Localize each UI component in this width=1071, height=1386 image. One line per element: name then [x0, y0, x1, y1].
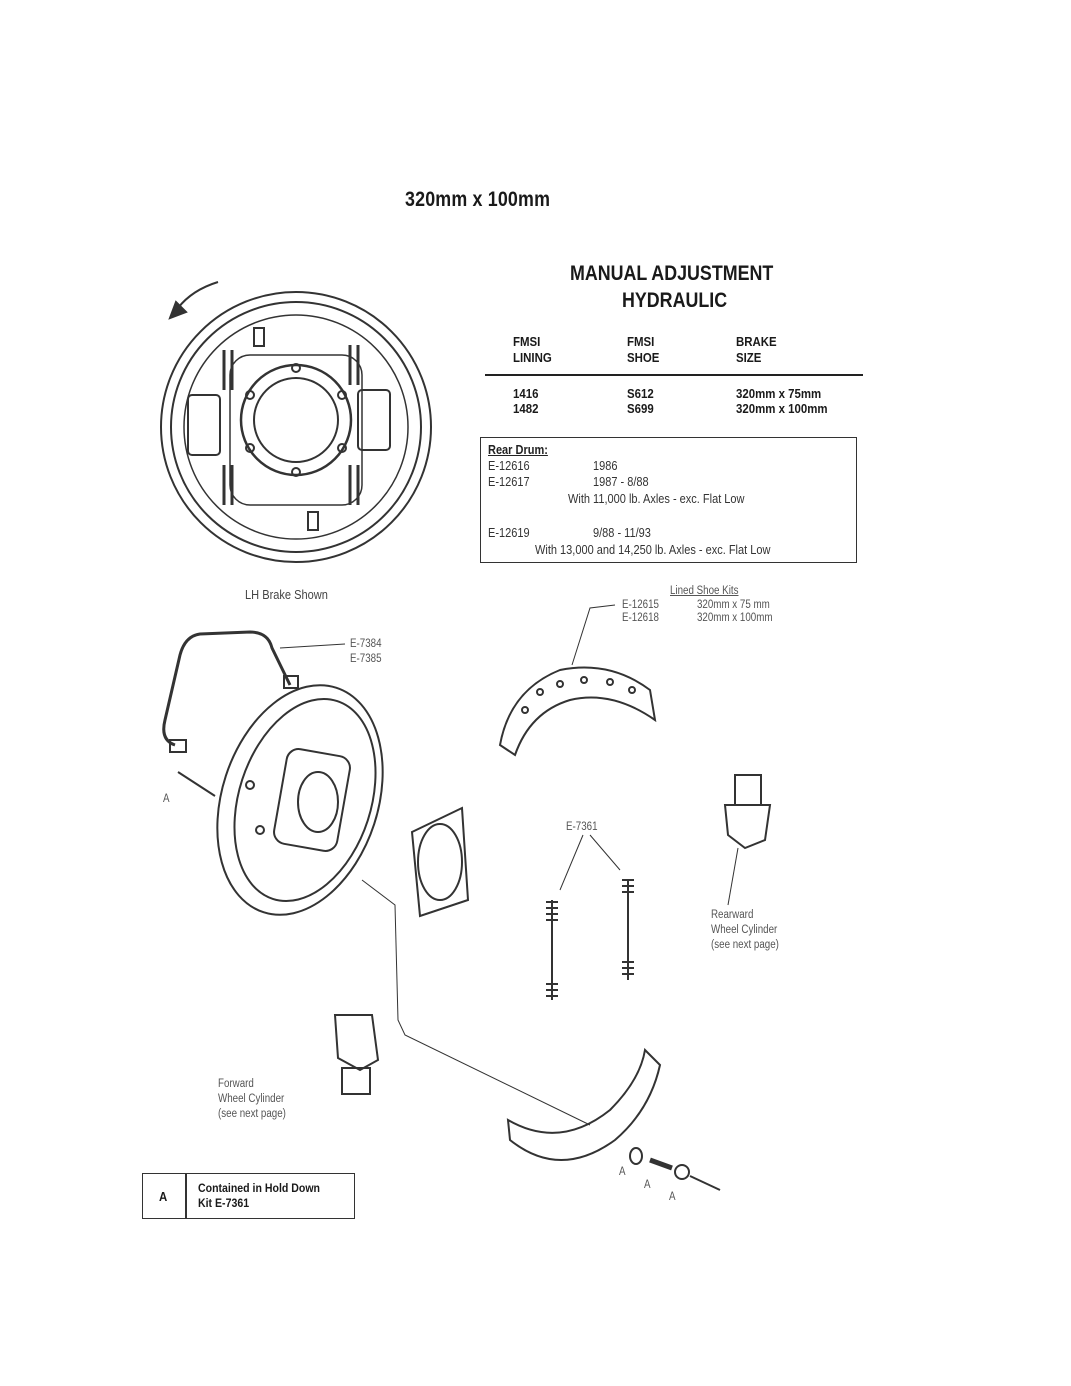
brake-shoe-icon [498, 666, 657, 757]
header-text: SHOE [627, 350, 660, 365]
legend-key: A [159, 1189, 168, 1204]
label-line: Wheel Cylinder [218, 1093, 285, 1105]
seal-plate-icon [410, 806, 470, 918]
table-header-shoe: FMSI SHOE [627, 334, 659, 366]
page-title: 320mm x 100mm [405, 188, 551, 211]
spring-kit-label: E-7361 [566, 821, 598, 833]
table-row: S612 [627, 386, 654, 401]
cell-lining: 1416 [513, 386, 539, 401]
heading-line-1: MANUAL ADJUSTMENT [570, 262, 774, 285]
cell-size: 320mm x 75mm [736, 386, 822, 401]
lh-brake-label: LH Brake Shown [245, 587, 328, 602]
rear-drum-years: 1987 - 8/88 [593, 475, 649, 489]
table-header-lining: FMSI LINING [513, 334, 552, 366]
label-line: Rearward [711, 909, 754, 921]
label-line: (see next page) [218, 1108, 286, 1120]
lined-shoe-kit-part: E-12615 [622, 599, 659, 611]
rearward-cylinder-label: Rearward Wheel Cylinder (see next page) [711, 908, 779, 953]
header-text: LINING [513, 350, 552, 365]
label-line: (see next page) [711, 939, 779, 951]
table-divider [485, 374, 863, 376]
cell-shoe: S699 [627, 401, 654, 416]
header-text: FMSI [513, 334, 541, 349]
cell-lining: 1482 [513, 401, 539, 416]
forward-cylinder-label: Forward Wheel Cylinder (see next page) [218, 1077, 286, 1122]
rotation-arrow-icon [177, 281, 219, 309]
brake-line-part-label: E-7385 [350, 653, 382, 665]
table-row: S699 [627, 401, 654, 416]
rear-drum-note: With 11,000 lb. Axles - exc. Flat Low [568, 492, 745, 506]
legend-text-line: Kit E-7361 [198, 1196, 250, 1210]
backing-plate-icon [216, 684, 384, 916]
lined-shoe-kits-title: Lined Shoe Kits [670, 585, 739, 597]
rear-drum-title: Rear Drum: [488, 443, 548, 457]
rearward-wheel-cylinder-icon [723, 774, 772, 850]
callout-a: A [669, 1191, 676, 1203]
cell-size: 320mm x 100mm [736, 401, 828, 416]
table-row: 1416 [513, 386, 538, 401]
hold-down-parts-icon [629, 1147, 721, 1191]
label-line: Forward [218, 1078, 254, 1090]
label-line: Wheel Cylinder [711, 924, 778, 936]
brake-line-part-label: E-7384 [350, 638, 382, 650]
forward-wheel-cylinder-icon [333, 1014, 380, 1095]
rear-drum-box [480, 437, 857, 563]
callout-a: A [163, 793, 170, 805]
callout-a: A [644, 1179, 651, 1191]
assembled-brake-icon [160, 291, 432, 563]
legend-text: Contained in Hold Down Kit E-7361 [198, 1181, 320, 1211]
brake-line-icon [162, 630, 299, 797]
heading-line-2: HYDRAULIC [622, 289, 728, 312]
rear-drum-part: E-12619 [488, 526, 530, 540]
lined-shoe-kit-part: E-12618 [622, 612, 659, 624]
rear-drum-years: 1986 [593, 459, 618, 473]
legend-text-line: Contained in Hold Down [198, 1181, 321, 1195]
legend-divider [185, 1173, 187, 1219]
rear-drum-part: E-12617 [488, 475, 530, 489]
table-row: 1482 [513, 401, 538, 416]
header-text: FMSI [627, 334, 655, 349]
legend-box [142, 1173, 355, 1219]
lined-shoe-kit-size: 320mm x 75 mm [697, 599, 770, 611]
table-header-size: BRAKE SIZE [736, 334, 777, 366]
callout-a: A [619, 1166, 626, 1178]
header-text: BRAKE [736, 334, 777, 349]
rear-drum-years: 9/88 - 11/93 [593, 526, 651, 540]
table-row: 320mm x 100mm [736, 401, 828, 416]
table-row: 320mm x 75mm [736, 386, 821, 401]
cell-shoe: S612 [627, 386, 654, 401]
spring-kit-icon [546, 879, 634, 1000]
brake-shoe-lower-icon [506, 1047, 662, 1161]
rear-drum-part: E-12616 [488, 459, 530, 473]
header-text: SIZE [736, 350, 762, 365]
lined-shoe-kit-size: 320mm x 100mm [697, 612, 773, 624]
rear-drum-note: With 13,000 and 14,250 lb. Axles - exc. … [535, 543, 771, 557]
